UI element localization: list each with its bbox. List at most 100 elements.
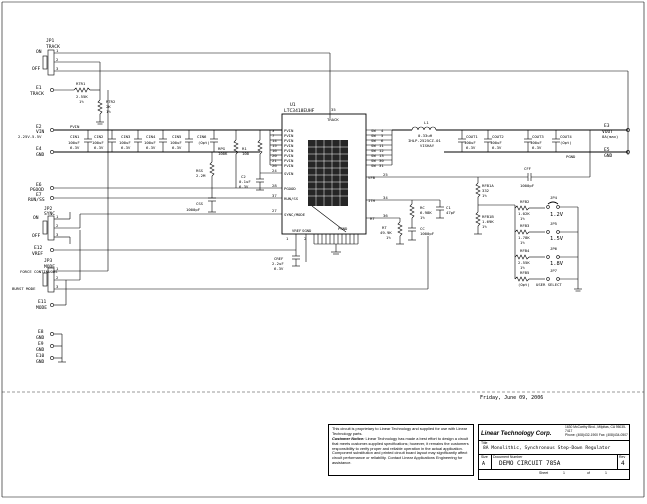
svg-text:CIN2: CIN2 (94, 134, 104, 139)
jumper-jp2: JP2 SYNC ON OFF 1 2 3 (32, 206, 80, 241)
svg-text:E10: E10 (36, 353, 45, 359)
svg-text:PVIN: PVIN (284, 138, 294, 143)
svg-text:PVIN: PVIN (284, 153, 294, 158)
svg-text:21: 21 (272, 158, 277, 163)
pvin-net-label: PVIN (70, 124, 80, 129)
svg-text:L1: L1 (424, 120, 429, 125)
svg-text:(Opt): (Opt) (198, 140, 210, 145)
svg-text:IHLP-2525CZ-01: IHLP-2525CZ-01 (408, 138, 441, 143)
svg-text:1.5V: 1.5V (550, 236, 564, 242)
svg-text:CFF: CFF (524, 166, 532, 171)
svg-text:C1: C1 (446, 205, 451, 210)
svg-text:1.2V: 1.2V (550, 212, 564, 218)
svg-text:PVIN: PVIN (284, 163, 294, 168)
svg-text:VISHAY: VISHAY (420, 143, 435, 148)
svg-text:8A(max): 8A(max) (602, 134, 618, 139)
svg-text:JP2: JP2 (44, 206, 53, 212)
svg-text:6.3V: 6.3V (94, 145, 104, 150)
svg-text:1%: 1% (520, 240, 525, 245)
svg-text:SVIN: SVIN (284, 171, 294, 176)
jumper-jp3: JP3 MODE FORCE CONTINUOUS BURST MODE 1 2… (12, 258, 428, 293)
svg-text:6.3V: 6.3V (121, 145, 131, 150)
docnum-row: Size A Document Number DEMO CIRCUIT 785A… (479, 455, 629, 470)
svg-text:JP1: JP1 (46, 38, 55, 44)
jumper-jp1: JP1 TRACK ON OFF 1 2 3 (32, 38, 80, 76)
svg-text:RUN/SS: RUN/SS (284, 196, 299, 201)
svg-text:JP7: JP7 (550, 268, 558, 273)
title-label: Title (481, 441, 488, 445)
svg-text:U1: U1 (290, 102, 296, 108)
svg-text:6.98K: 6.98K (420, 210, 432, 215)
capacitor-cin4: CIN4 100uF 6.3V (144, 130, 167, 152)
svg-text:1000pF: 1000pF (420, 231, 435, 236)
svg-text:RFB4: RFB4 (520, 248, 530, 253)
svg-text:RUN/SS: RUN/SS (28, 197, 45, 203)
svg-text:CIN6: CIN6 (197, 134, 207, 139)
svg-text:1: 1 (56, 214, 59, 219)
size-value: A (482, 461, 486, 467)
svg-text:2.2M: 2.2M (196, 173, 206, 178)
svg-text:PVIN: PVIN (284, 148, 294, 153)
svg-text:GND: GND (36, 347, 45, 353)
svg-text:MODE: MODE (36, 305, 47, 311)
svg-text:RTR2: RTR2 (106, 99, 116, 104)
svg-text:2: 2 (56, 223, 59, 228)
svg-text:11: 11 (379, 143, 384, 148)
svg-text:13: 13 (379, 153, 384, 158)
svg-text:1.8V: 1.8V (550, 261, 564, 267)
svg-text:100uF: 100uF (144, 140, 156, 145)
svg-text:SW: SW (371, 148, 376, 153)
svg-text:CIN3: CIN3 (121, 134, 131, 139)
svg-text:36: 36 (383, 213, 388, 218)
sheet-value: 1 (563, 471, 565, 475)
svg-text:3: 3 (272, 128, 275, 133)
svg-text:6.3V: 6.3V (274, 266, 284, 271)
svg-text:1%: 1% (520, 265, 525, 270)
ic-u1: U1 LTC3418EUHF TRACK 35 PVIN PVIN PVIN P… (269, 102, 478, 262)
terminal-e3: E3 VOUT 8A(max) (602, 123, 630, 139)
customer-notice-label: Customer Notice: (332, 435, 365, 441)
capacitor-cout4: COUT4 (Opt) (552, 130, 572, 152)
capacitor-cout1: COUT1 100uF 6.3V (458, 130, 478, 152)
svg-text:PVIN: PVIN (284, 133, 294, 138)
resistor-rtr2: RTR2 2K 1% (97, 99, 116, 115)
svg-text:ON: ON (33, 215, 39, 221)
svg-text:1: 1 (286, 236, 289, 241)
svg-text:E12: E12 (34, 245, 43, 251)
svg-text:GND: GND (36, 152, 45, 158)
svg-text:1000pF: 1000pF (520, 183, 535, 188)
resistor-rpg: RPG 100K (218, 139, 239, 156)
svg-text:1.78K: 1.78K (518, 235, 530, 240)
svg-text:100K: 100K (218, 151, 228, 156)
svg-text:PGND: PGND (338, 226, 348, 231)
svg-text:35: 35 (331, 107, 336, 112)
jumper-jp7: JP7 USER SELECT (536, 268, 562, 287)
svg-text:FORCE CONTINUOUS: FORCE CONTINUOUS (20, 269, 58, 274)
capacitor-css: CSS 1000pF (186, 197, 216, 213)
svg-text:SW: SW (371, 143, 376, 148)
svg-text:SGND: SGND (302, 228, 312, 233)
sheet-row: Sheet 1 of 1 (479, 470, 629, 482)
svg-text:30: 30 (379, 158, 384, 163)
of-value: 1 (605, 471, 607, 475)
svg-text:PVIN: PVIN (284, 158, 294, 163)
resistor-rfb5: RFB5 (Opt) (514, 270, 530, 287)
svg-text:ITH: ITH (368, 198, 376, 203)
svg-text:31: 31 (379, 163, 384, 168)
sheet-label: Sheet (539, 471, 549, 475)
svg-text:100uF: 100uF (92, 140, 104, 145)
svg-text:TRACK: TRACK (46, 44, 60, 50)
svg-text:(Opt): (Opt) (560, 140, 572, 145)
inductor-l1: L1 0.33uH IHLP-2525CZ-01 VISHAY (408, 120, 441, 148)
svg-text:RC: RC (420, 205, 425, 210)
svg-text:49.9K: 49.9K (380, 230, 392, 235)
svg-text:COUT4: COUT4 (560, 134, 572, 139)
of-label: of (587, 471, 590, 475)
terminal-e1: E1 TRACK (30, 85, 54, 97)
svg-text:VOUT: VOUT (602, 129, 613, 135)
svg-text:CSS: CSS (196, 201, 204, 206)
svg-text:VFB: VFB (368, 175, 376, 180)
svg-text:2K: 2K (106, 104, 111, 109)
svg-text:6.3V: 6.3V (466, 145, 476, 150)
